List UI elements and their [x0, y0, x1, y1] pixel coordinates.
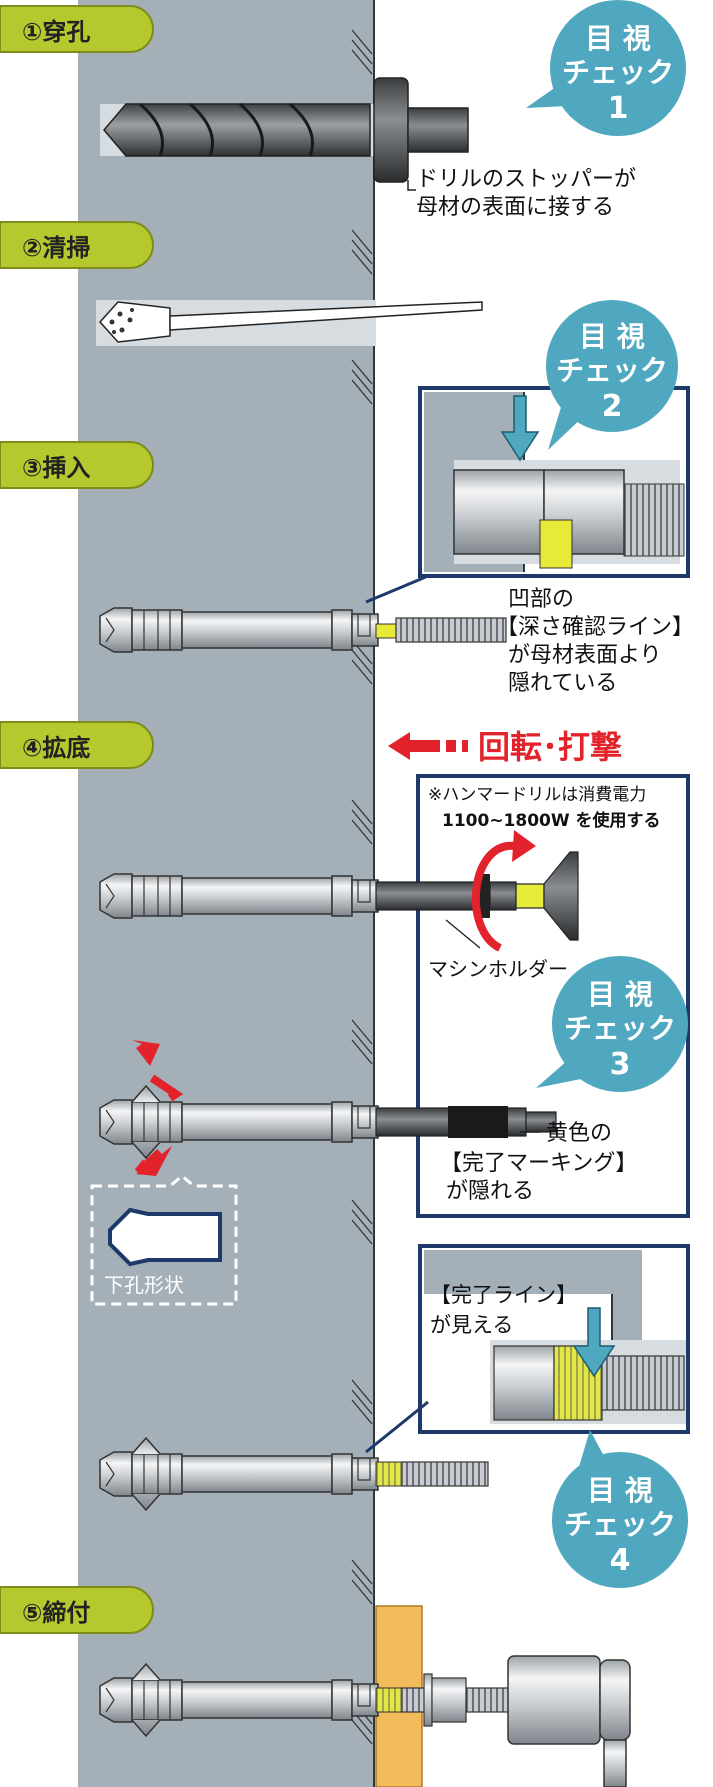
visual-check-bubble-2: 目 視 チェック 2 — [546, 300, 678, 450]
stopper-leader-line — [407, 180, 416, 191]
check-4-line1: 目 視 — [587, 1474, 653, 1507]
anchor-inserted — [99, 607, 507, 653]
drill-bit — [100, 77, 469, 183]
inset-leader-line-2 — [365, 1400, 429, 1454]
check-4-num: 4 — [610, 1543, 631, 1578]
step-label-4: ④拡底 — [22, 734, 90, 762]
note-depth-line-1: 凹部の — [508, 587, 574, 612]
step-label-1: ①穿孔 — [22, 18, 90, 46]
note-marking-1: 黄色の — [546, 1121, 612, 1146]
step-label-3: ③挿入 — [22, 454, 90, 482]
red-expansion-arrows — [132, 1040, 184, 1176]
step-label-5: ⑤締付 — [22, 1599, 90, 1627]
depth-check-inset — [418, 386, 690, 578]
note-complete-line-2: が見える — [430, 1313, 513, 1337]
machine-holder-leader — [445, 919, 481, 949]
check-2-line2: チェック — [556, 354, 668, 387]
rotation-label: 回転･打撃 — [478, 728, 622, 766]
visual-check-bubble-1: 目 視 チェック 1 — [526, 0, 686, 136]
anchor-expansion-holder — [99, 851, 579, 941]
rotation-arrow-red — [388, 732, 468, 760]
step-badge-insertion: ③挿入 — [0, 441, 154, 489]
check-1-line2: チェック — [562, 56, 674, 89]
note-hammer-drill-2: 1100~1800W を使用する — [442, 810, 661, 831]
note-drill-stopper-1: ドリルのストッパーが — [416, 167, 636, 192]
step-badge-expansion: ④拡底 — [0, 721, 154, 769]
anchor-complete — [99, 1436, 489, 1512]
complete-line-inset — [418, 1244, 690, 1434]
step-label-2: ②清掃 — [22, 234, 90, 262]
check-3-num: 3 — [610, 1047, 631, 1082]
note-complete-line-1: 【完了ライン】 — [430, 1283, 577, 1307]
note-depth-line-2: 【深さ確認ライン】 — [496, 615, 694, 640]
check-1-line1: 目 視 — [585, 22, 651, 55]
hole-shape-callout: 下孔形状 — [90, 1174, 238, 1306]
torque-wrench-socket — [507, 1655, 631, 1787]
check-1-num: 1 — [608, 91, 629, 126]
visual-check-bubble-3: 目 視 チェック 3 — [536, 956, 688, 1092]
note-drill-stopper-2: 母材の表面に接する — [416, 195, 614, 220]
check-3-line2: チェック — [564, 1012, 676, 1045]
cleaning-pump-nozzle — [96, 300, 483, 346]
anchor-expanded — [99, 1084, 557, 1160]
check-4-line2: チェック — [564, 1508, 676, 1541]
check-2-line1: 目 視 — [579, 320, 645, 353]
check-3-line1: 目 視 — [587, 978, 653, 1011]
note-marking-3: が隠れる — [446, 1179, 534, 1204]
note-hammer-drill-1: ※ハンマードリルは消費電力 — [428, 785, 646, 805]
visual-check-bubble-4: 目 視 チェック 4 — [552, 1430, 688, 1588]
step-badge-tightening: ⑤締付 — [0, 1586, 154, 1634]
machine-holder-label: マシンホルダー — [428, 957, 568, 981]
rotation-circle-arrow — [471, 830, 536, 952]
hole-shape-label: 下孔形状 — [104, 1273, 184, 1297]
note-depth-line-4: 隠れている — [508, 671, 617, 696]
inset-leader-line-1 — [365, 574, 429, 604]
step-badge-cleaning: ②清掃 — [0, 221, 154, 269]
check-2-num: 2 — [602, 389, 623, 424]
note-marking-2: 【完了マーキング】 — [440, 1151, 637, 1176]
note-depth-line-3: が母材表面より — [508, 643, 662, 668]
step-badge-drilling: ①穿孔 — [0, 5, 154, 53]
